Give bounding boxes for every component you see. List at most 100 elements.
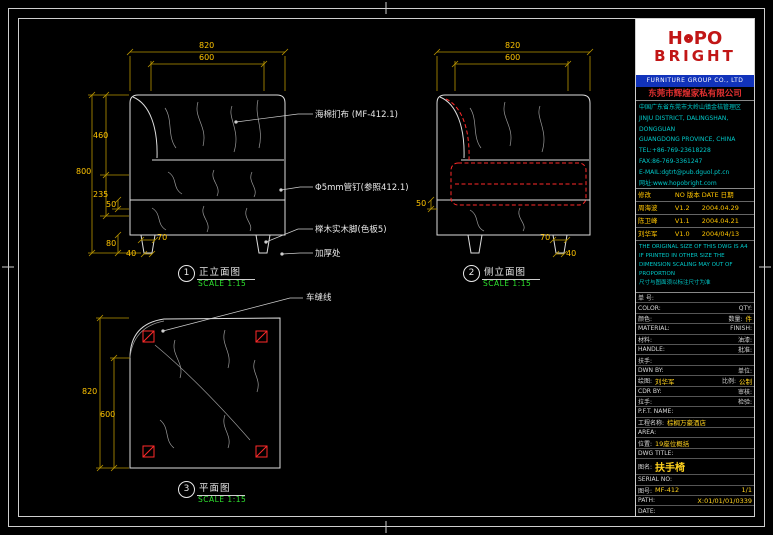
revision-header-col: NO 版本 — [674, 191, 700, 199]
field-label: 数量: — [728, 315, 743, 323]
field-label: 油漆: — [737, 336, 752, 344]
view-title-plan: 平面图 — [197, 480, 245, 496]
rev-name: 刘华军 — [638, 230, 658, 238]
contact-line: JINJU DISTRICT, DALINGSHAN, DONGGUAN — [639, 114, 729, 133]
titleblock-field-row: DWG TITLE: — [636, 449, 754, 460]
field-label: QTY: — [738, 304, 752, 312]
upholstery-texture — [469, 101, 545, 232]
sofa-leg — [552, 234, 568, 254]
field-label: DWN BY: — [638, 366, 664, 374]
contact-line: E-MAIL:dgtrt@pub.dguol.pt.cn — [639, 168, 730, 176]
company-contact: 中国广东省东莞市大岭山镇金桔管理区 JINJU DISTRICT, DALINGS… — [636, 101, 754, 189]
field-label: 审核: — [737, 388, 752, 396]
dim-side-leg-top: 70 — [540, 233, 551, 242]
titleblock-field-row: 单 号: — [636, 293, 754, 304]
dim-front-height-total: 800 — [76, 167, 92, 176]
sofa-leg — [255, 234, 271, 254]
titleblock-field-row: 拉手: 检验: — [636, 397, 754, 408]
company-name-cn: 东莞市辉煌家私有限公司 — [636, 87, 754, 101]
callout-pipe: Φ5mm管钉(参照412.1) — [315, 183, 409, 193]
field-label: SERIAL NO: — [638, 476, 673, 484]
view-scale-side: SCALE 1:15 — [483, 279, 532, 288]
field-label: 工程名称: — [638, 419, 665, 427]
callout-wood-leg: 榉木实木脚(色板5) — [315, 225, 387, 235]
field-label: AREA: — [638, 429, 657, 437]
field-label: FINISH: — [730, 325, 752, 333]
view-number-front: 1 — [178, 265, 195, 282]
dim-front-width-total: 820 — [199, 41, 215, 50]
field-label: HANDLE: — [638, 346, 665, 354]
dim-front-height-back: 460 — [93, 131, 109, 140]
contact-line: TEL:+86-769-23618228 — [639, 147, 711, 155]
callout-fabric: 海棉扪布 (MF-412.1) — [315, 110, 398, 120]
plan-dimension-lines — [96, 314, 130, 472]
drawing-notice: THE ORIGINAL SIZE OF THIS DWG IS A4 IF PR… — [636, 241, 754, 293]
field-label: COLOR: — [638, 304, 661, 312]
side-dimension-lines — [427, 48, 594, 258]
dim-plan-depth-inner: 600 — [100, 410, 116, 419]
field-value: 19座位概括 — [655, 440, 690, 449]
rev-date: 2004.04.29 — [701, 204, 739, 212]
notice-line: IF PRINTED IN OTHER SIZE THE — [639, 253, 725, 260]
titleblock-field-row: 位置:19座位概括 — [636, 438, 754, 449]
field-label: 单 号: — [638, 295, 654, 303]
sofa-outline-side — [436, 94, 591, 236]
field-label: 位置: — [638, 440, 653, 448]
logo-text-bright: BRIGHT — [654, 46, 736, 65]
revision-header-col: 修改 — [638, 191, 651, 199]
rev-ver: V1.1 — [674, 217, 690, 225]
front-callout-leaders — [234, 113, 313, 256]
titleblock-field-row: PATH:X:01/01/01/0339 — [636, 496, 754, 507]
field-label: 检验: — [737, 399, 752, 407]
contact-line: FAX:86-769-3361247 — [639, 157, 703, 165]
field-label: 扶手: — [638, 357, 653, 365]
titleblock-field-row: 图名:扶手椅 — [636, 459, 754, 476]
notice-line: THE ORIGINAL SIZE OF THIS DWG IS A4 — [639, 244, 748, 250]
field-label: CDR BY: — [638, 387, 662, 395]
rev-date: 2004/04/13 — [701, 230, 740, 238]
titleblock-field-row: AREA: — [636, 428, 754, 439]
field-label: DATE: — [638, 507, 656, 515]
dim-front-height-seat: 50 — [106, 200, 117, 209]
field-label: 批准: — [737, 347, 752, 355]
dim-side-leg-bottom: 40 — [566, 249, 577, 258]
titleblock-field-row: 工程名称:棕榈万豪酒店 — [636, 418, 754, 429]
field-label: P.F.T. NAME: — [638, 408, 674, 416]
callout-stitch-line: 车缝线 — [306, 293, 332, 303]
field-value: 1/1 — [741, 486, 752, 495]
rev-name: 周海波 — [638, 204, 658, 212]
view-number-side: 2 — [463, 265, 480, 282]
view-title-front: 正立面图 — [197, 264, 256, 280]
titleblock-field-row: SERIAL NO: — [636, 475, 754, 486]
callout-thickened: 加厚处 — [315, 249, 341, 259]
dim-side-width-inner: 600 — [505, 53, 521, 62]
revision-header: 修改 NO 版本 DATE 日期 — [636, 189, 754, 202]
titleblock-field-row: DATE: — [636, 506, 754, 515]
titleblock-field-row: DWN BY:单位: — [636, 366, 754, 377]
dim-front-height-mid: 235 — [93, 190, 109, 199]
field-label: MATERIAL: — [638, 325, 670, 333]
field-label: 拉手: — [638, 399, 653, 407]
titleblock-field-row: MATERIAL: FINISH: — [636, 324, 754, 335]
dim-front-width-inner: 600 — [199, 53, 215, 62]
dim-plan-depth-total: 820 — [82, 387, 98, 396]
sofa-leg — [467, 234, 483, 254]
sofa-outline-front — [129, 94, 286, 236]
titleblock-field-row: 扶手: — [636, 355, 754, 366]
titleblock-field-row: 颜色:数量:件 — [636, 314, 754, 325]
contact-line: 网址:www.hopobright.com — [639, 179, 717, 187]
upholstery-texture — [151, 99, 261, 233]
dim-front-height-leg: 80 — [106, 239, 117, 248]
field-value: 棕榈万豪酒店 — [667, 419, 707, 428]
contact-line: 中国广东省东莞市大岭山镇金桔管理区 — [639, 104, 742, 111]
field-label: 比例: — [721, 378, 736, 386]
dim-front-leg-bottom: 40 — [126, 249, 137, 258]
titleblock-field-row: 绘图:刘华军比例:公制 — [636, 376, 754, 387]
field-label: PATH: — [638, 497, 656, 505]
sofa-leg — [140, 234, 156, 254]
